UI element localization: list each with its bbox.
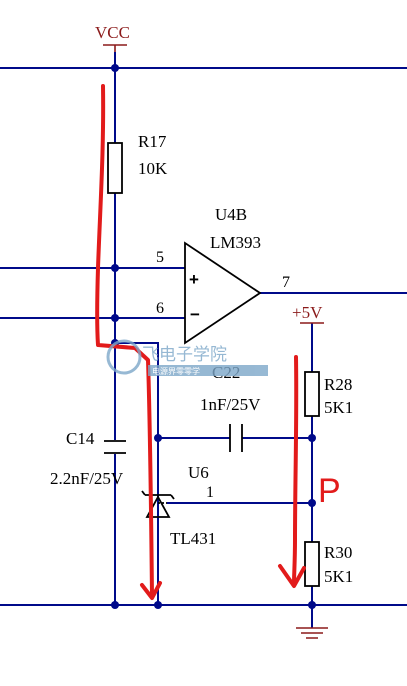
c14-ref: C14 xyxy=(66,429,95,448)
ground-icon xyxy=(296,627,328,639)
credit: 知乎 @宇海无涯 xyxy=(300,661,388,676)
r28-value: 5K1 xyxy=(324,398,353,417)
vcc-label: VCC xyxy=(95,23,130,42)
junction-dot xyxy=(111,314,119,322)
junction-dot xyxy=(154,434,162,442)
c14-value: 2.2nF/25V xyxy=(50,469,124,488)
pin-1: 1 xyxy=(206,484,214,501)
resistor-r17: R17 10K xyxy=(107,132,168,194)
pin-6: 6 xyxy=(156,300,164,317)
resistor-r28: R28 5K1 xyxy=(304,371,353,417)
junction-dot xyxy=(154,601,162,609)
r30-value: 5K1 xyxy=(324,567,353,586)
comparator-u4b: + − U4B LM393 5 6 7 xyxy=(156,205,290,345)
plus5v-label: +5V xyxy=(292,303,323,322)
r30-ref: R30 xyxy=(324,543,352,562)
point-p-label: P xyxy=(318,472,341,510)
r17-ref: R17 xyxy=(138,132,167,151)
watermark: 飞电子学院 电源界零零学 xyxy=(106,339,268,376)
junction-dot xyxy=(308,434,316,442)
junction-dot xyxy=(308,601,316,609)
junction-dot xyxy=(111,601,119,609)
watermark-text: 飞电子学院 xyxy=(142,345,227,365)
pin-5: 5 xyxy=(156,249,164,266)
junction-dot xyxy=(111,64,119,72)
u6-ref: U6 xyxy=(188,463,209,482)
junction-dot xyxy=(308,499,316,507)
plus-sign: + xyxy=(189,270,199,289)
junction-dot xyxy=(111,264,119,272)
current-path-annotation: P xyxy=(95,84,341,600)
watermark-logo-icon xyxy=(106,339,142,375)
r28-ref: R28 xyxy=(324,375,352,394)
capacitor-c14: C14 2.2nF/25V xyxy=(50,429,126,488)
u6-part: TL431 xyxy=(170,529,216,548)
vcc-symbol: VCC xyxy=(95,23,130,52)
u4b-part: LM393 xyxy=(210,233,261,252)
plus5v-symbol: +5V xyxy=(292,303,324,324)
resistor-r30: R30 5K1 xyxy=(304,541,353,587)
minus-sign: − xyxy=(190,305,200,324)
u4b-ref: U4B xyxy=(215,205,247,224)
junctions xyxy=(111,64,316,609)
shunt-regulator-u6: 1 U6 TL431 xyxy=(141,463,216,548)
pin-7: 7 xyxy=(282,274,290,291)
c22-value: 1nF/25V xyxy=(200,395,261,414)
credit-text: 知乎 @宇海无涯 xyxy=(300,661,388,676)
watermark-subtext: 电源界零零学 xyxy=(152,366,200,376)
r17-value: 10K xyxy=(138,159,168,178)
